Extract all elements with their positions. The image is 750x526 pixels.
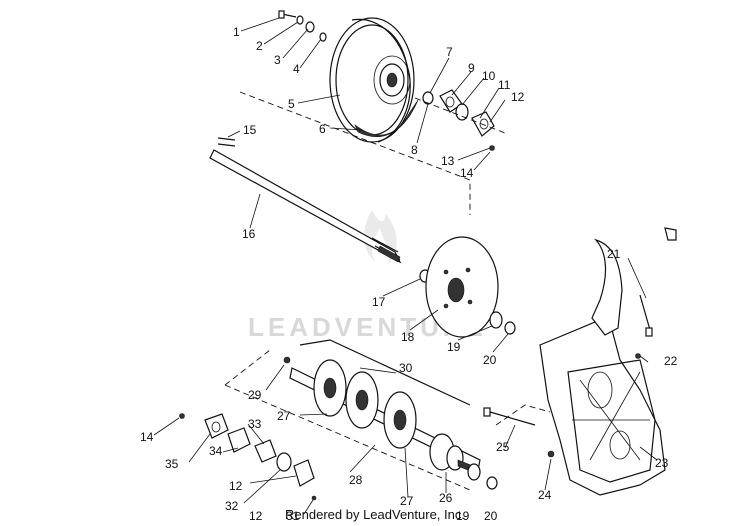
callout-7: 7 — [446, 45, 453, 59]
ring-20-lower — [486, 476, 498, 490]
sprocket-27c — [383, 391, 417, 449]
callout-labels: 1 2 3 4 5 6 7 8 9 10 11 12 13 14 15 16 1… — [140, 25, 678, 523]
ring-20-upper — [504, 321, 516, 335]
nut-14-lower — [179, 413, 185, 419]
spacer-4 — [319, 32, 327, 42]
callout-27-lower: 27 — [400, 494, 414, 508]
sprocket-27a — [313, 359, 347, 417]
housing-12-lower — [293, 459, 315, 487]
chain — [354, 99, 419, 137]
callout-24: 24 — [538, 488, 552, 502]
sprocket-27b — [345, 371, 379, 429]
callout-9: 9 — [468, 61, 475, 75]
callout-5: 5 — [288, 97, 295, 111]
callout-13: 13 — [441, 154, 455, 168]
callout-14: 14 — [460, 166, 474, 180]
callout-21: 21 — [607, 247, 621, 261]
callout-12-lower: 12 — [229, 479, 243, 493]
callout-31: 31 — [286, 509, 300, 523]
jackshaft-16 — [209, 149, 402, 264]
callout-14-lower: 14 — [140, 430, 154, 444]
callout-10: 10 — [482, 69, 496, 83]
driven-pulley-assembly — [329, 17, 415, 143]
bracket-30 — [299, 339, 471, 406]
callout-27-upper: 27 — [277, 409, 291, 423]
callout-33: 33 — [248, 417, 262, 431]
callout-19-upper: 19 — [447, 340, 461, 354]
callout-3: 3 — [274, 53, 281, 67]
bolt-21 — [639, 294, 653, 337]
callout-25: 25 — [496, 440, 510, 454]
callout-30: 30 — [399, 361, 413, 375]
pin-15a — [217, 137, 236, 141]
nut-13 — [489, 145, 495, 151]
chaincase-23 — [539, 238, 666, 496]
reference-line-upper — [239, 91, 471, 215]
bearing-19-upper — [489, 311, 503, 329]
bearing-32 — [276, 452, 292, 472]
callout-2: 2 — [256, 39, 263, 53]
reference-line-bolt — [495, 404, 551, 426]
callout-1: 1 — [233, 25, 240, 39]
callout-18: 18 — [401, 330, 415, 344]
callout-20-upper: 20 — [483, 353, 497, 367]
washer-2 — [296, 15, 304, 25]
callout-20-lower: 20 — [484, 509, 498, 523]
callout-35: 35 — [165, 457, 179, 471]
callout-4: 4 — [293, 62, 300, 76]
credit-line: Rendered by LeadVenture, Inc. — [285, 507, 465, 522]
bearing-housing-35 — [204, 413, 229, 439]
callout-15: 15 — [243, 123, 257, 137]
callout-23: 23 — [655, 456, 669, 470]
bolt-25 — [483, 407, 536, 426]
callout-29: 29 — [248, 388, 262, 402]
bolt-1 — [278, 10, 297, 19]
callout-8: 8 — [411, 143, 418, 157]
nut-22 — [635, 353, 641, 359]
reference-line-lower — [224, 349, 471, 491]
bearing-19-lower — [467, 463, 481, 481]
pin-15b — [217, 143, 236, 147]
callout-32: 32 — [225, 499, 239, 513]
callout-17: 17 — [372, 295, 386, 309]
callout-19-lower: 19 — [456, 509, 470, 523]
washer-7 — [422, 91, 434, 105]
reference-line-pulley — [414, 97, 506, 134]
cap-22 — [664, 227, 677, 241]
callout-34: 34 — [209, 444, 223, 458]
callout-28: 28 — [349, 473, 363, 487]
flange-33 — [254, 439, 277, 463]
callout-6: 6 — [319, 122, 326, 136]
callout-12-bottom: 12 — [249, 509, 263, 523]
screw-29 — [283, 356, 291, 364]
callout-11: 11 — [498, 78, 511, 92]
leader-lines — [153, 17, 658, 515]
bearing-10 — [455, 103, 469, 121]
nut-24 — [547, 450, 555, 458]
brake-disc-18 — [425, 236, 499, 338]
callout-12: 12 — [511, 90, 525, 104]
callout-16: 16 — [242, 227, 256, 241]
bolt-31 — [311, 495, 317, 501]
callout-26: 26 — [439, 491, 453, 505]
seal-34 — [227, 427, 251, 453]
callout-22: 22 — [664, 354, 678, 368]
